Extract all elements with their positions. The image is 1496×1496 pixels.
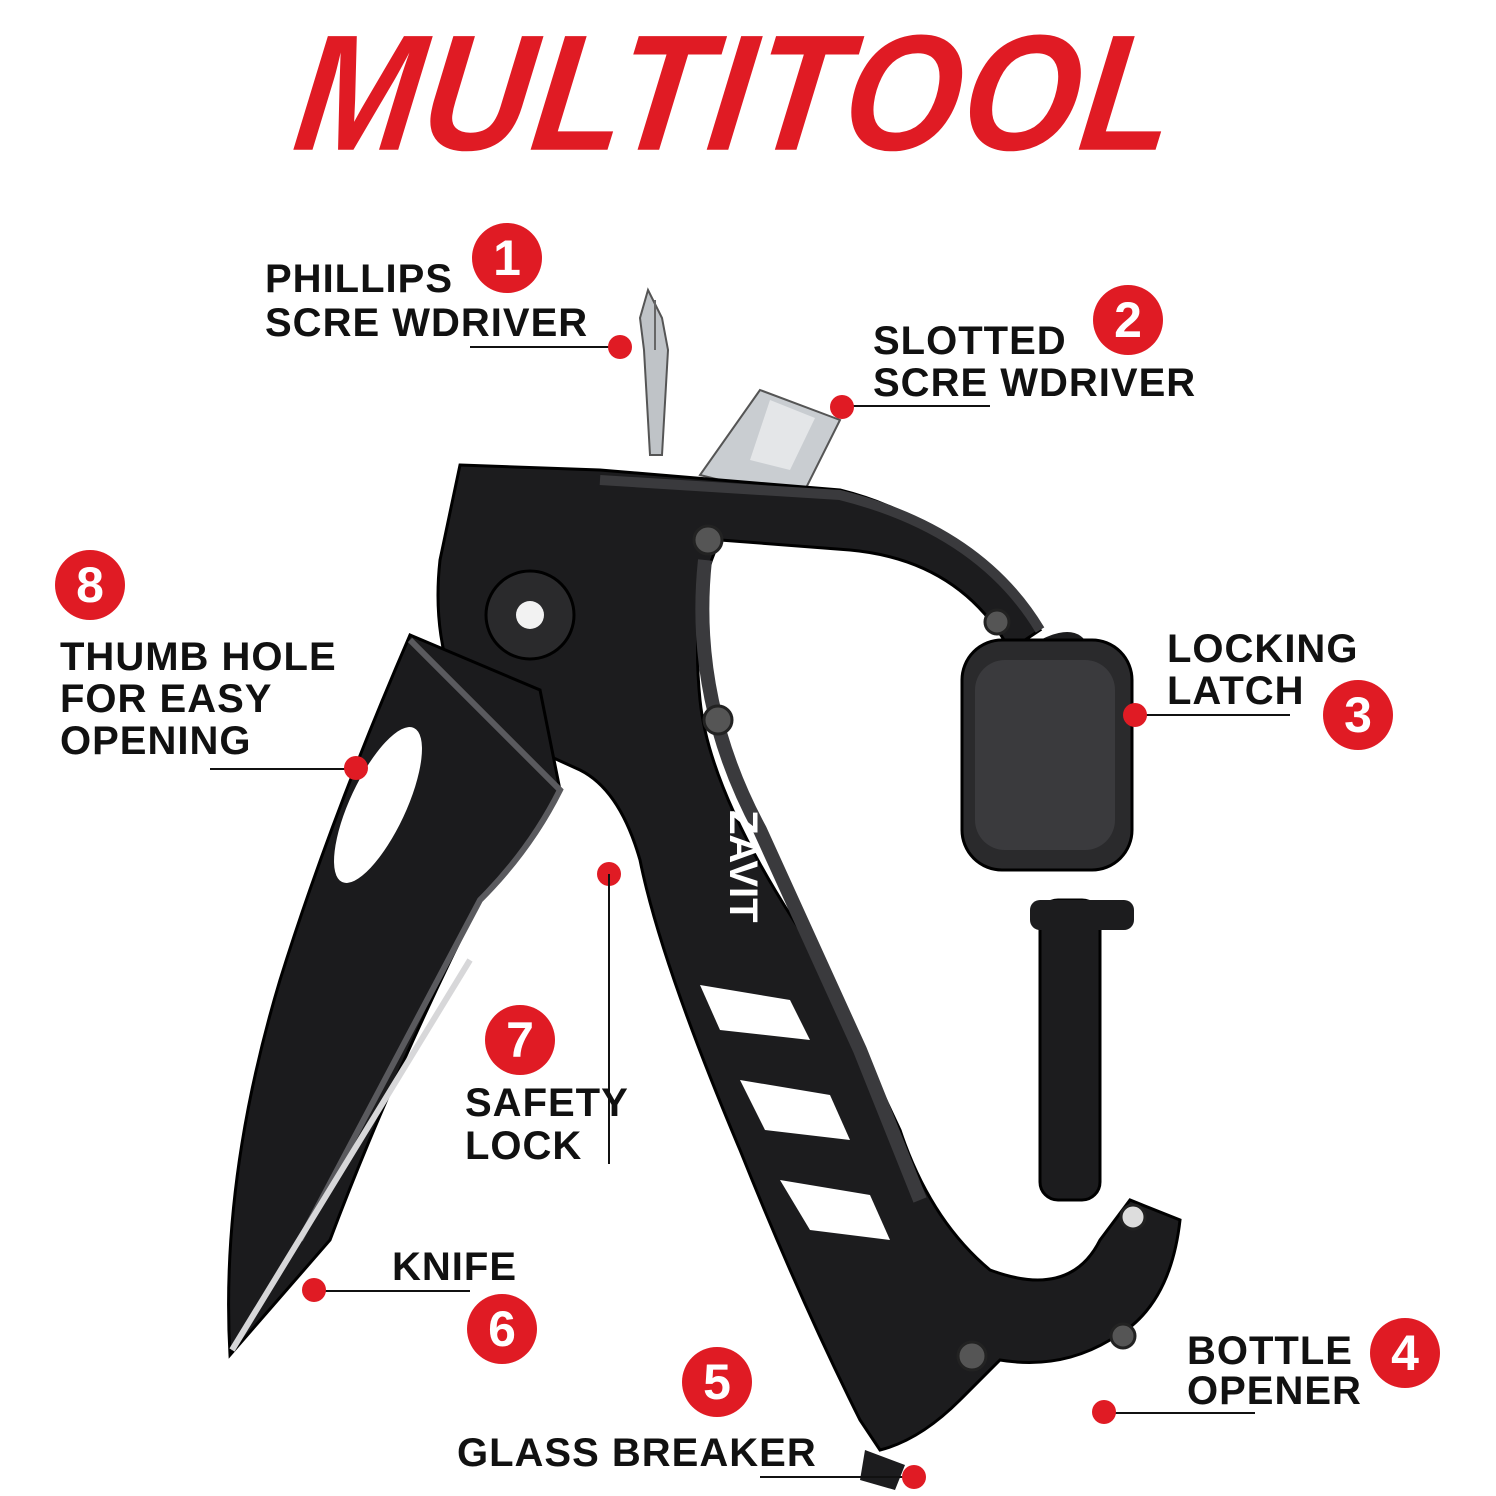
callout-badge-8: 8 bbox=[55, 550, 125, 620]
callout-dot-3 bbox=[1123, 703, 1147, 727]
callout-label-knife: KNIFE bbox=[392, 1245, 517, 1289]
locking-latch bbox=[960, 632, 1134, 1202]
callout-label-bottle-2: OPENER bbox=[1187, 1369, 1362, 1413]
callout-badge-2: 2 bbox=[1093, 285, 1163, 355]
leader-line bbox=[210, 768, 360, 770]
knife-blade-icon bbox=[227, 633, 564, 1359]
callout-badge-1: 1 bbox=[472, 223, 542, 293]
callout-dot-4 bbox=[1092, 1400, 1116, 1424]
callout-label-glass-breaker: GLASS BREAKER bbox=[457, 1431, 817, 1475]
leader-line bbox=[1135, 714, 1290, 716]
phillips-bit-icon bbox=[638, 287, 670, 456]
callout-label-locking: LOCKING bbox=[1167, 627, 1359, 671]
callout-label-thumb-hole-2: FOR EASY bbox=[60, 677, 273, 721]
leader-line bbox=[840, 405, 990, 407]
callout-dot-1 bbox=[608, 335, 632, 359]
callout-label-safety-2: LOCK bbox=[465, 1124, 583, 1168]
callout-label-bottle: BOTTLE bbox=[1187, 1329, 1353, 1373]
callout-badge-5: 5 bbox=[682, 1347, 752, 1417]
leader-line bbox=[315, 1290, 470, 1292]
brand-logo: ZAVIT bbox=[721, 810, 765, 923]
glass-breaker-tip bbox=[860, 1450, 905, 1490]
callout-badge-6: 6 bbox=[467, 1294, 537, 1364]
callout-dot-6 bbox=[302, 1278, 326, 1302]
leader-line bbox=[470, 346, 620, 348]
leader-line bbox=[1110, 1412, 1255, 1414]
callout-label-phillips-2: SCRE WDRIVER bbox=[265, 301, 589, 345]
callout-badge-3: 3 bbox=[1323, 680, 1393, 750]
callout-dot-5 bbox=[902, 1465, 926, 1489]
callout-label-slotted: SLOTTED bbox=[873, 319, 1067, 363]
callout-badge-7: 7 bbox=[485, 1005, 555, 1075]
callout-dot-8 bbox=[344, 756, 368, 780]
callout-label-thumb-hole-3: OPENING bbox=[60, 719, 252, 763]
callout-label-phillips: PHILLIPS bbox=[265, 257, 454, 301]
leader-line bbox=[608, 874, 610, 1164]
callout-badge-4: 4 bbox=[1370, 1318, 1440, 1388]
callout-label-slotted-2: SCRE WDRIVER bbox=[873, 361, 1197, 405]
carabiner-body bbox=[436, 463, 1182, 1452]
callout-label-locking-2: LATCH bbox=[1167, 669, 1305, 713]
callout-dot-2 bbox=[830, 395, 854, 419]
callout-label-thumb-hole: THUMB HOLE bbox=[60, 635, 337, 679]
callout-label-safety: SAFETY bbox=[465, 1081, 629, 1125]
leader-line bbox=[760, 1476, 910, 1478]
